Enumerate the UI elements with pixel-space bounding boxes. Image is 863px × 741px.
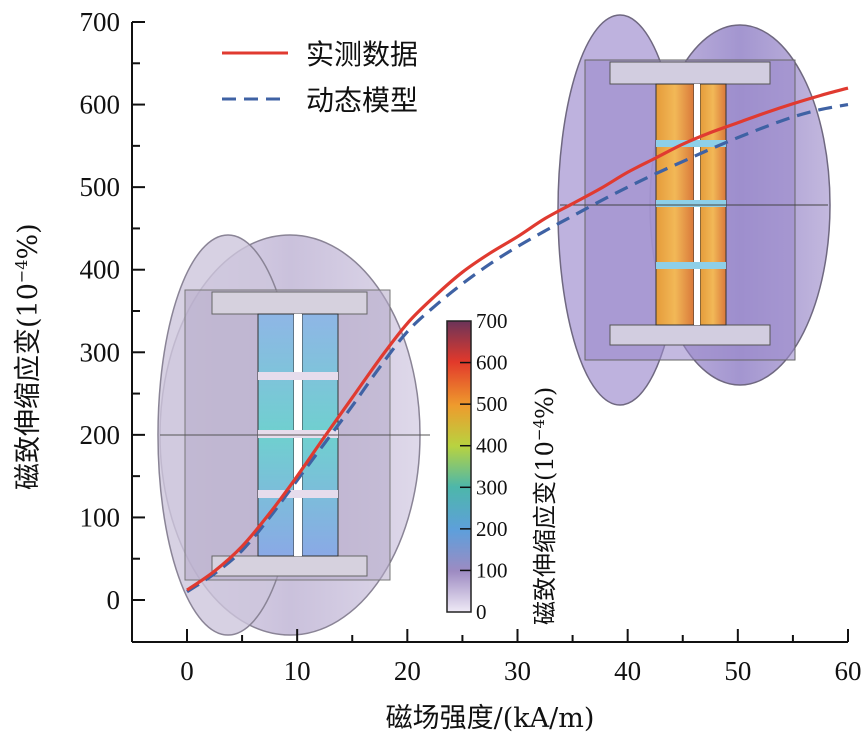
colorbar-tick-label: 400 — [476, 434, 508, 458]
colorbar-title: 磁致伸缩应变(10−4%) — [530, 387, 559, 625]
model-curve — [186, 102, 849, 594]
y-tick-label: 100 — [80, 502, 121, 532]
y-tick-label: 500 — [80, 172, 121, 202]
legend-item-measured: 实测数据 — [222, 38, 418, 71]
y-tick-label: 700 — [80, 7, 121, 37]
y-tick-label: 200 — [80, 420, 121, 450]
x-tick-label: 0 — [180, 656, 194, 686]
colorbar-ticks: 0 100 200 300 400 500 600 700 — [460, 309, 508, 624]
colorbar: 0 100 200 300 400 500 600 700 磁致伸缩应变(10−4%) — [446, 309, 559, 625]
x-tick-label: 20 — [394, 656, 421, 686]
x-tick-label: 50 — [724, 656, 751, 686]
colorbar-tick-label: 100 — [476, 558, 508, 582]
series-layer — [186, 86, 849, 594]
x-axis-title: 磁场强度/(kA/m) — [386, 703, 595, 734]
high-field-model-inset — [557, 14, 831, 406]
legend: 实测数据 动态模型 — [222, 38, 418, 117]
y-tick-label: 300 — [80, 337, 121, 367]
x-axis-ticks: 0 10 20 30 40 50 60 — [180, 629, 862, 686]
legend-label-model: 动态模型 — [306, 84, 418, 117]
axes: 0 100 200 300 400 500 600 700 0 10 20 30 40 50 60 — [80, 7, 862, 686]
y-axis-title: 磁致伸缩应变(10−4%) — [12, 223, 44, 490]
legend-item-model: 动态模型 — [222, 84, 418, 117]
y-tick-label: 400 — [80, 255, 121, 285]
y-tick-label: 0 — [107, 585, 121, 615]
colorbar-tick-label: 200 — [476, 517, 508, 541]
measured-curve — [186, 86, 849, 592]
low-field-model-inset — [157, 234, 430, 636]
y-axis-ticks: 0 100 200 300 400 500 600 700 — [80, 7, 145, 615]
colorbar-tick-label: 500 — [476, 392, 508, 416]
x-tick-label: 60 — [835, 656, 862, 686]
colorbar-tick-label: 700 — [476, 309, 508, 333]
x-tick-label: 10 — [284, 656, 311, 686]
y-tick-label: 600 — [80, 90, 121, 120]
colorbar-tick-label: 300 — [476, 475, 508, 499]
colorbar-tick-label: 0 — [476, 600, 487, 624]
x-tick-label: 40 — [614, 656, 641, 686]
legend-label-measured: 实测数据 — [306, 38, 418, 71]
x-tick-label: 30 — [504, 656, 531, 686]
colorbar-tick-label: 600 — [476, 351, 508, 375]
